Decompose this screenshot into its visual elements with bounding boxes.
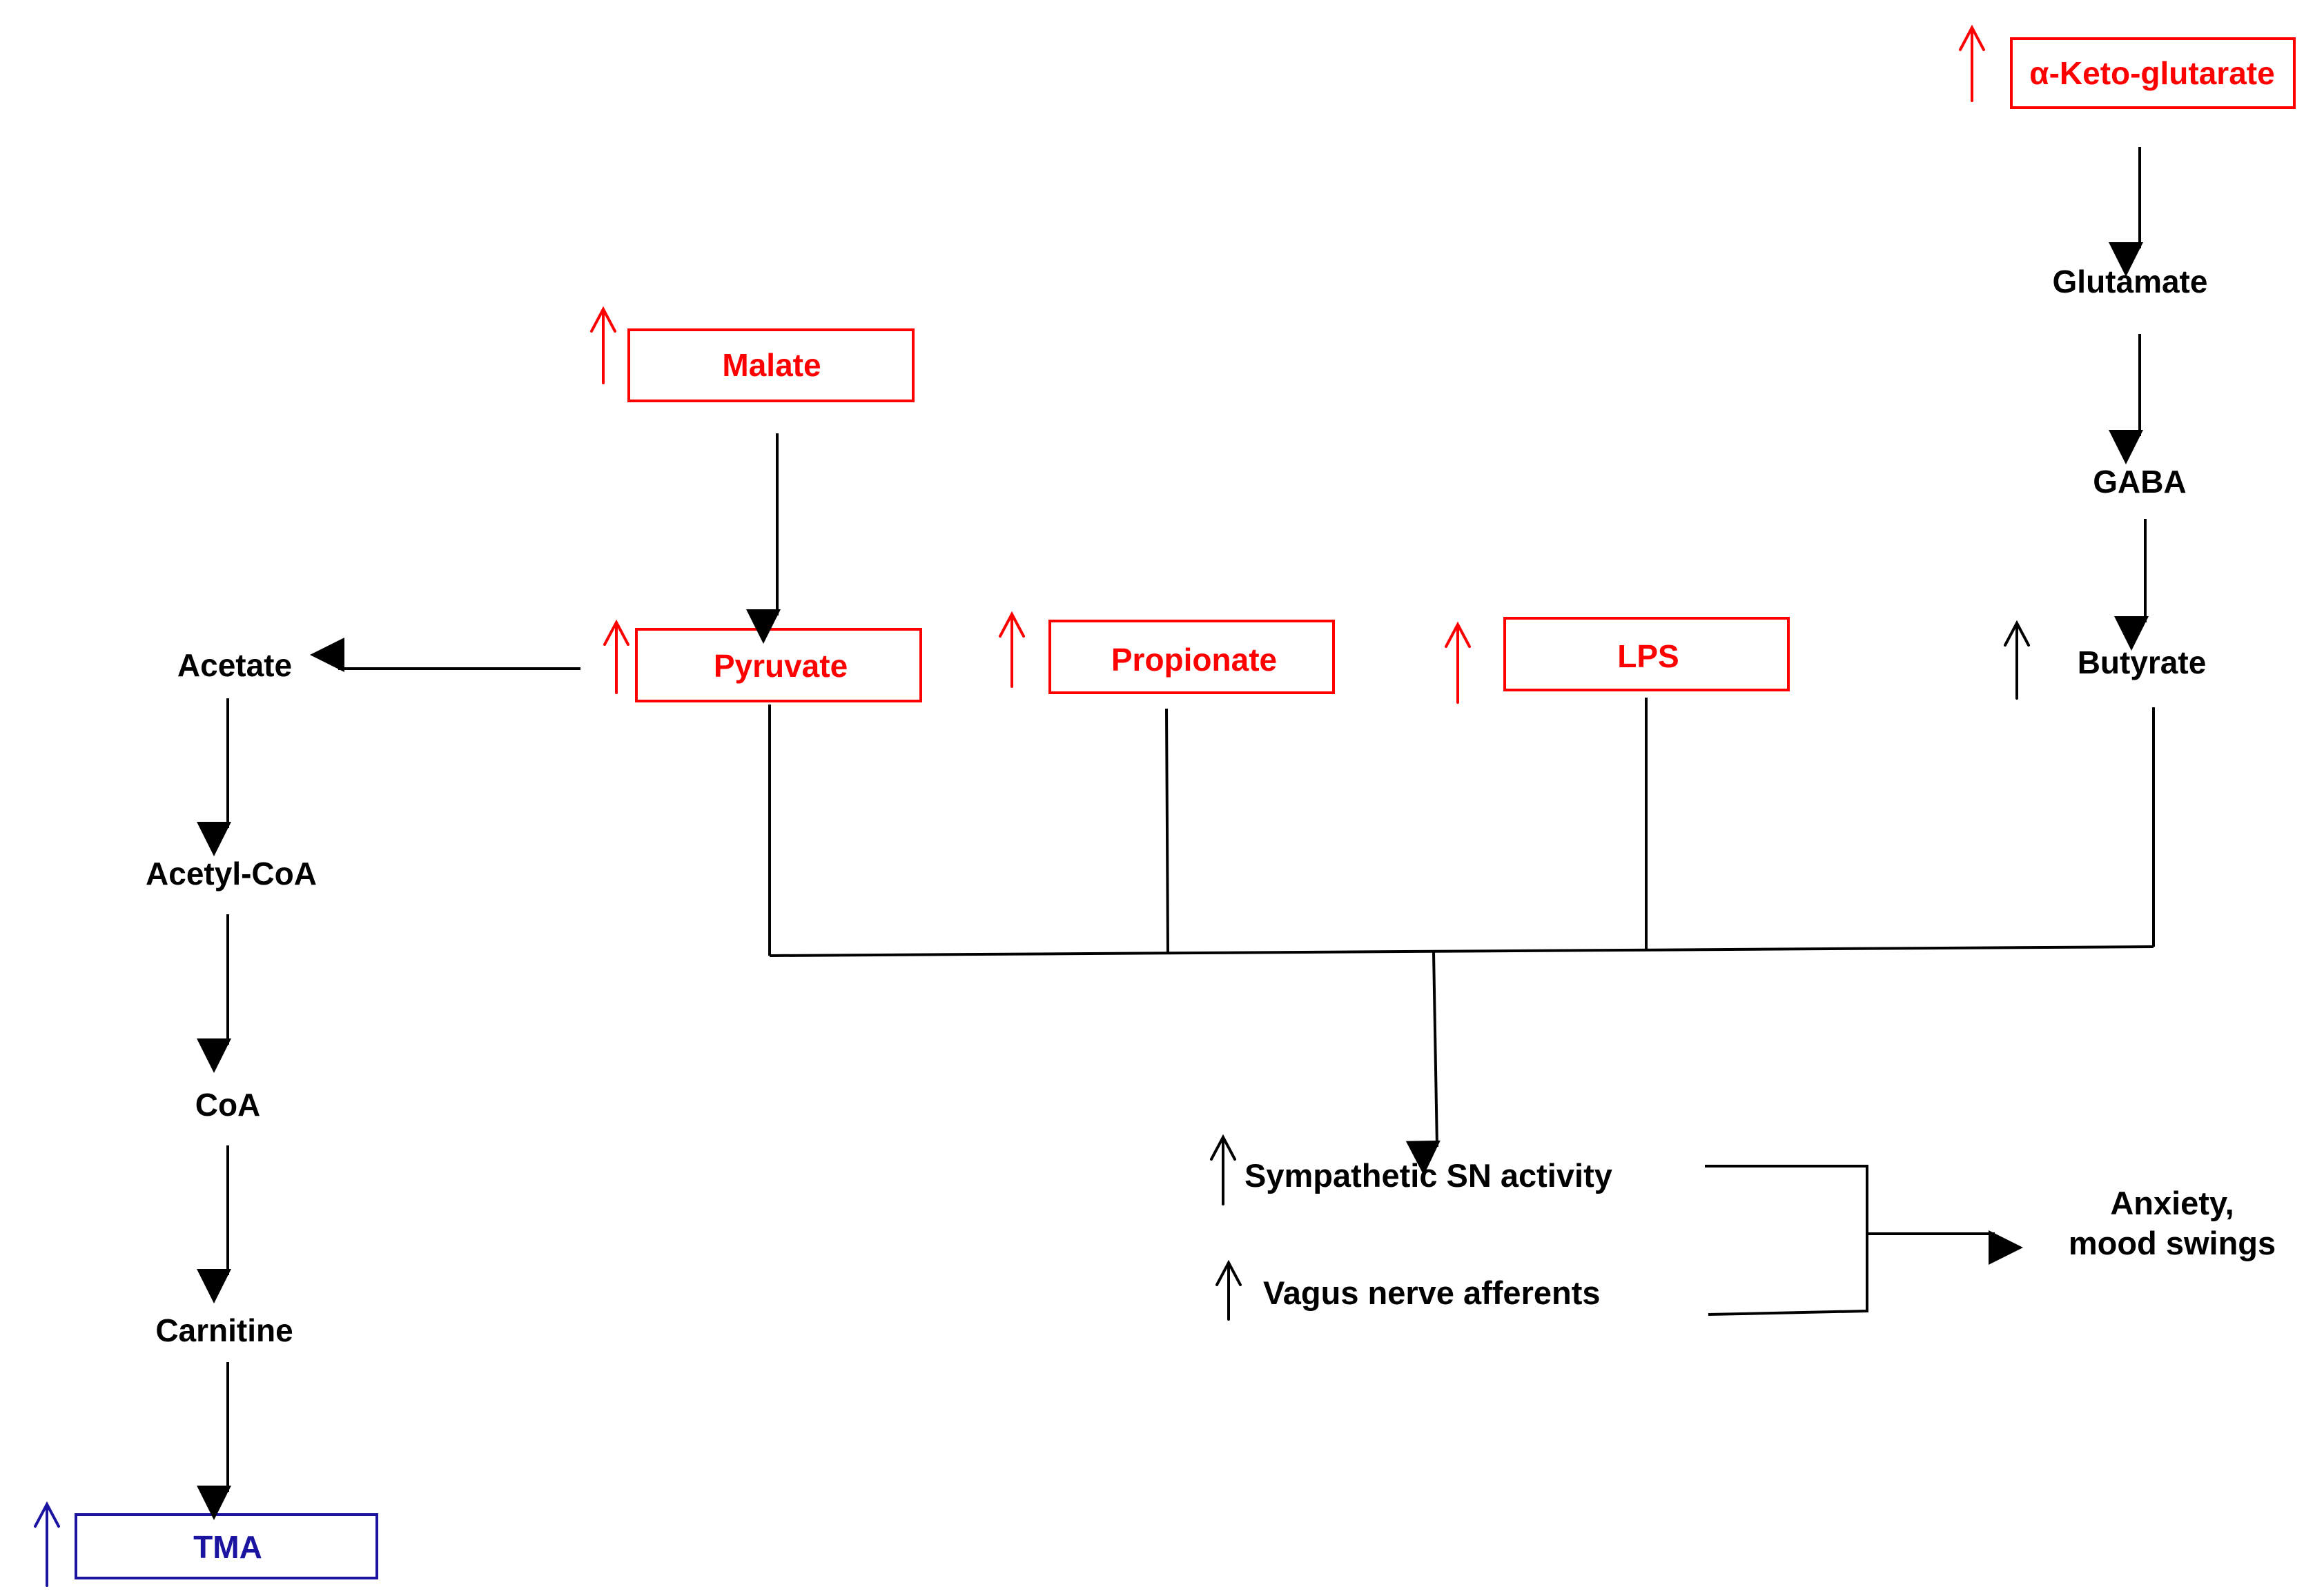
butyrate-label: Butyrate bbox=[2078, 644, 2207, 680]
malate-label: Malate bbox=[722, 347, 821, 383]
sympathetic-label: Sympathetic SN activity bbox=[1244, 1157, 1612, 1194]
increase-arrow-icon bbox=[2004, 620, 2030, 700]
akg-label: α-Keto-glutarate bbox=[2029, 55, 2274, 91]
increase-arrow-icon bbox=[603, 619, 629, 694]
acetyl-coa-label: Acetyl-CoA bbox=[146, 856, 317, 891]
pyruvate-label: Pyruvate bbox=[714, 648, 848, 684]
increase-arrow-icon bbox=[999, 611, 1025, 688]
acetate-label: Acetate bbox=[177, 647, 292, 683]
junction-connector bbox=[768, 698, 2155, 957]
lps-box bbox=[1503, 617, 1790, 691]
propionate-label: Propionate bbox=[1111, 642, 1277, 678]
increase-arrow-icon bbox=[590, 306, 616, 384]
glutamate-label: Glutamate bbox=[2053, 264, 2208, 299]
malate-box bbox=[627, 328, 915, 402]
increase-arrow-icon bbox=[34, 1501, 60, 1587]
increase-arrow-icon bbox=[1215, 1259, 1242, 1321]
lps-label: LPS bbox=[1617, 638, 1679, 674]
effects-bracket bbox=[1705, 1165, 1868, 1316]
arrow-junction-to-effects bbox=[1405, 952, 1441, 1176]
increase-arrow-icon bbox=[1959, 24, 1985, 102]
gaba-label: GABA bbox=[2093, 464, 2186, 500]
increase-arrow-icon bbox=[1210, 1134, 1236, 1205]
coa-label: CoA bbox=[195, 1087, 261, 1123]
outcome-label-line2: mood swings bbox=[2069, 1225, 2276, 1261]
tma-label: TMA bbox=[193, 1529, 262, 1565]
akg-box bbox=[2010, 37, 2296, 109]
carnitine-label: Carnitine bbox=[155, 1312, 293, 1348]
vagus-label: Vagus nerve afferents bbox=[1263, 1274, 1601, 1311]
outcome-label-line1: Anxiety, bbox=[2110, 1185, 2234, 1221]
increase-arrow-icon bbox=[1445, 621, 1471, 704]
propionate-box bbox=[1048, 620, 1335, 694]
